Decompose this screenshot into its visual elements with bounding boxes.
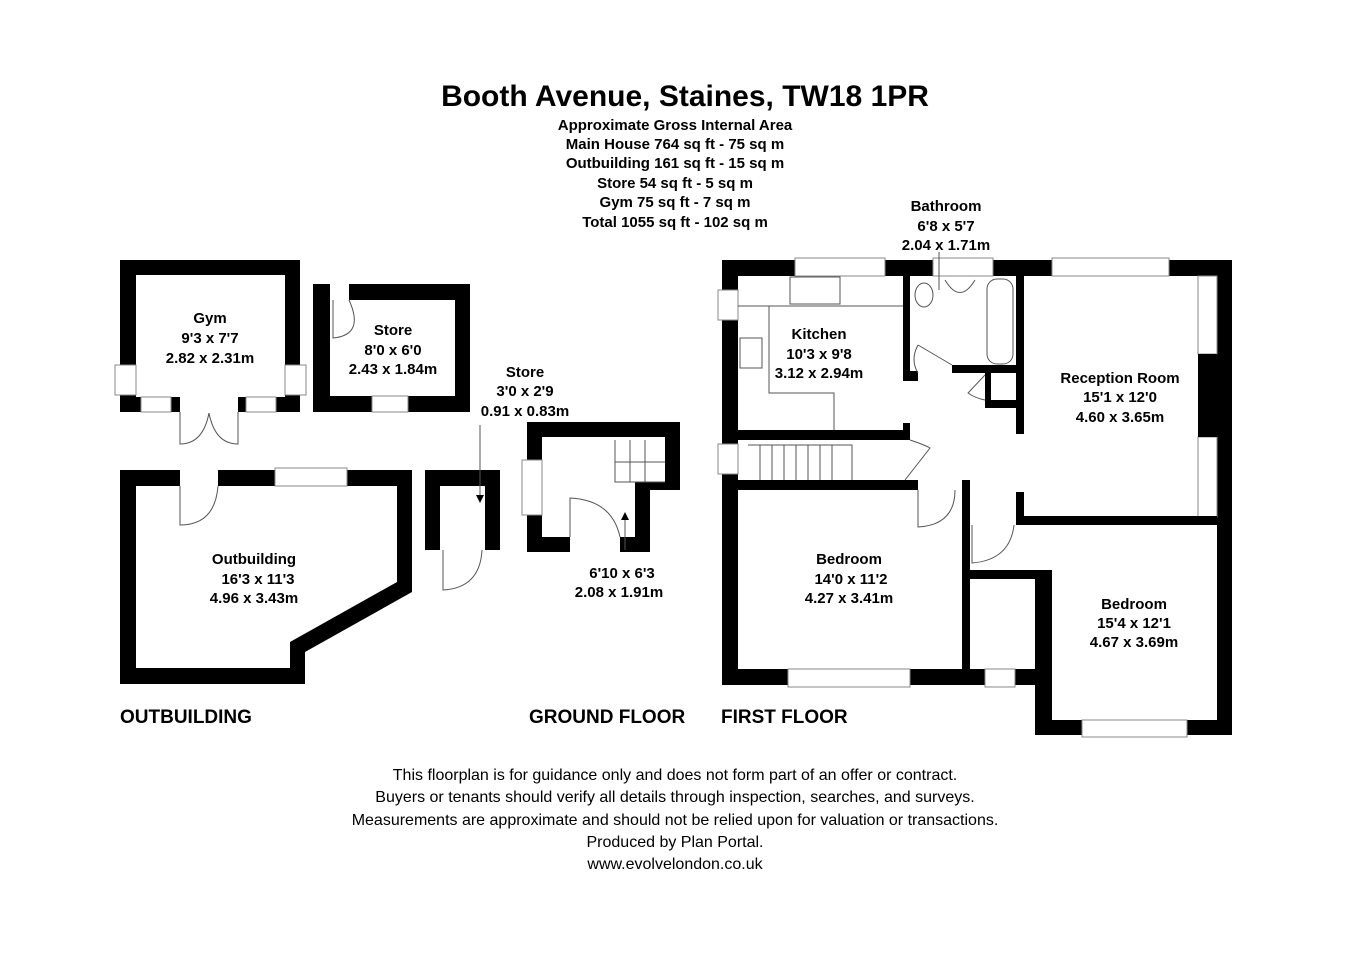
area-line: Outbuilding 161 sq ft - 15 sq m (566, 155, 784, 172)
property-title: Booth Avenue, Staines, TW18 1PR (441, 80, 929, 113)
svg-text:15'4 x 12'1: 15'4 x 12'1 (1097, 615, 1171, 632)
svg-text:2.08 x 1.91m: 2.08 x 1.91m (575, 584, 663, 601)
gym-plan (114, 260, 307, 445)
area-line: Gym 75 sq ft - 7 sq m (600, 194, 751, 211)
room-label-bedroom-1: Bedroom 14'0 x 11'2 4.27 x 3.41m (805, 551, 893, 607)
ground-floor-plan (521, 422, 680, 552)
room-label-ground-hall: 6'10 x 6'3 2.08 x 1.91m (575, 565, 663, 601)
svg-text:Kitchen: Kitchen (791, 326, 846, 343)
svg-text:4.60 x 3.65m: 4.60 x 3.65m (1076, 409, 1164, 426)
disclaimer-line: This floorplan is for guidance only and … (393, 767, 957, 784)
floor-label-first: FIRST FLOOR (721, 707, 848, 728)
svg-text:Reception Room: Reception Room (1060, 370, 1179, 387)
disclaimer-line: Measurements are approximate and should … (352, 812, 999, 829)
area-line: Total 1055 sq ft - 102 sq m (582, 214, 768, 231)
svg-text:Outbuilding: Outbuilding (212, 551, 296, 568)
room-label-small-store: Store 3'0 x 2'9 0.91 x 0.83m (481, 364, 569, 420)
room-label-bedroom-2: Bedroom 15'4 x 12'1 4.67 x 3.69m (1090, 596, 1178, 651)
room-label-kitchen: Kitchen 10'3 x 9'8 3.12 x 2.94m (775, 326, 863, 382)
svg-text:2.82 x 2.31m: 2.82 x 2.31m (166, 350, 254, 367)
disclaimer-line: Buyers or tenants should verify all deta… (375, 789, 974, 806)
floor-label-outbuilding: OUTBUILDING (120, 707, 252, 728)
svg-text:8'0 x 6'0: 8'0 x 6'0 (364, 342, 421, 359)
svg-text:10'3 x 9'8: 10'3 x 9'8 (786, 346, 852, 363)
room-label-reception: Reception Room 15'1 x 12'0 4.60 x 3.65m (1060, 370, 1179, 426)
svg-text:3.12 x 2.94m: 3.12 x 2.94m (775, 365, 863, 382)
svg-text:16'3 x 11'3: 16'3 x 11'3 (221, 571, 294, 588)
svg-text:6'10 x 6'3: 6'10 x 6'3 (589, 565, 655, 582)
svg-text:15'1 x 12'0: 15'1 x 12'0 (1083, 389, 1157, 406)
svg-text:Bathroom: Bathroom (911, 198, 982, 215)
svg-text:0.91 x 0.83m: 0.91 x 0.83m (481, 403, 569, 420)
room-label-bathroom: Bathroom 6'8 x 5'7 2.04 x 1.71m (902, 198, 990, 254)
svg-text:Bedroom: Bedroom (1101, 596, 1167, 613)
area-line: Approximate Gross Internal Area (558, 117, 793, 134)
svg-text:Store: Store (374, 322, 412, 339)
area-line: Store 54 sq ft - 5 sq m (597, 175, 753, 192)
disclaimer: This floorplan is for guidance only and … (352, 767, 999, 873)
svg-text:Store: Store (506, 364, 544, 381)
svg-text:2.43 x 1.84m: 2.43 x 1.84m (349, 361, 437, 378)
first-floor-plan (717, 252, 1232, 738)
floor-label-ground: GROUND FLOOR (529, 707, 685, 728)
svg-text:Gym: Gym (193, 310, 226, 327)
area-line: Main House 764 sq ft - 75 sq m (566, 136, 784, 153)
svg-text:9'3 x 7'7: 9'3 x 7'7 (181, 330, 238, 347)
svg-text:4.96 x 3.43m: 4.96 x 3.43m (210, 590, 298, 607)
room-label-store: Store 8'0 x 6'0 2.43 x 1.84m (349, 322, 437, 378)
area-summary: Approximate Gross Internal Area Main Hou… (558, 117, 793, 231)
room-label-gym: Gym 9'3 x 7'7 2.82 x 2.31m (166, 310, 254, 367)
outbuilding-plan (120, 467, 412, 684)
svg-text:4.27 x 3.41m: 4.27 x 3.41m (805, 590, 893, 607)
svg-text:Bedroom: Bedroom (816, 551, 882, 568)
website-link[interactable]: www.evolvelondon.co.uk (586, 856, 763, 873)
small-store-plan (425, 425, 500, 591)
svg-text:6'8 x 5'7: 6'8 x 5'7 (917, 218, 974, 235)
svg-text:2.04 x 1.71m: 2.04 x 1.71m (902, 237, 990, 254)
svg-text:14'0 x 11'2: 14'0 x 11'2 (814, 571, 887, 588)
store-plan (313, 284, 470, 413)
svg-text:4.67 x 3.69m: 4.67 x 3.69m (1090, 634, 1178, 651)
disclaimer-line: Produced by Plan Portal. (587, 834, 764, 851)
svg-text:3'0 x 2'9: 3'0 x 2'9 (496, 383, 553, 400)
room-label-outbuilding: Outbuilding 16'3 x 11'3 4.96 x 3.43m (210, 551, 298, 607)
